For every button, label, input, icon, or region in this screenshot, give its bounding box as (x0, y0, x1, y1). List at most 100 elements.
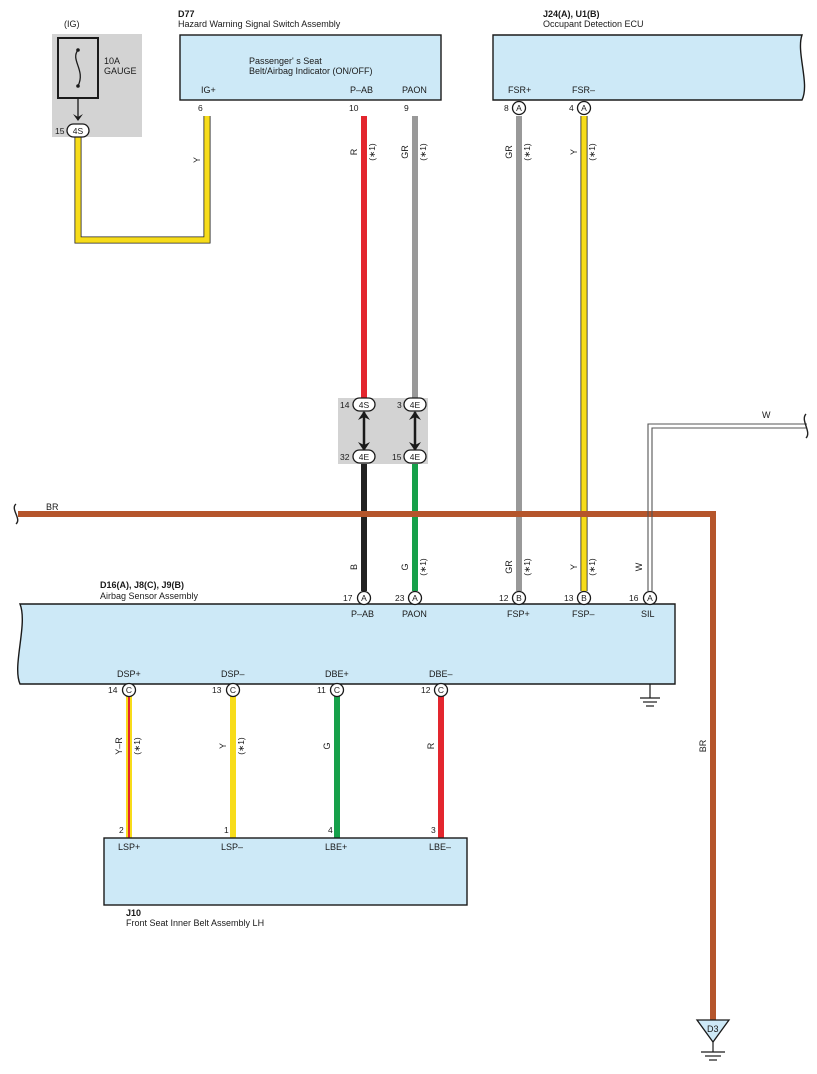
d16-code-pab: A (361, 593, 367, 603)
j24-box (492, 34, 806, 101)
wire-sil-outer (647, 423, 807, 591)
j24-code: J24(A), U1(B) (543, 9, 600, 19)
d16-connector-paon (407, 590, 423, 606)
junction-bottom-connector-pab (352, 449, 376, 464)
d16-connector-dsp-minus (225, 682, 241, 698)
d77-function-line1: Passenger' s Seat (249, 56, 322, 66)
wire-fuse-to-igplus-color (75, 116, 210, 243)
d16-box (16, 603, 676, 685)
fuse-symbol (57, 37, 99, 121)
d77-pin-pab: 10 (349, 103, 359, 113)
d16-code-dsp-plus: C (126, 685, 132, 695)
d16-top-pins: 17 A 23 A 12 B 13 B 16 A (343, 590, 658, 606)
note-fsp-plus: (∗1) (522, 558, 532, 576)
d16-pin-pab: 17 (343, 593, 353, 603)
d77-box (179, 34, 442, 101)
d16-code-fsp-plus: B (516, 593, 522, 603)
d16-pin-fsp-plus: 12 (499, 593, 509, 603)
note-dsp-plus: (∗1) (132, 737, 142, 755)
wire-label-fsr-plus: GR (504, 145, 514, 159)
d16-connector-dbe-plus (329, 682, 345, 698)
wire-label-sil: W (634, 562, 644, 571)
fuse-pin-number: 15 (55, 126, 65, 136)
junction-bottom-code-pab: 4E (359, 452, 370, 462)
j10-name: Front Seat Inner Belt Assembly LH (126, 918, 264, 928)
note-paon-upper: (∗1) (418, 143, 428, 161)
wire-label-fsr-minus: Y (569, 149, 579, 155)
wire-sil-inner (651, 427, 807, 591)
note-fsr-minus: (∗1) (587, 143, 597, 161)
d77-code: D77 (178, 9, 195, 19)
d16-pin-fsp-minus: 13 (564, 593, 574, 603)
wires (18, 116, 807, 1020)
wire-break-left (13, 503, 19, 525)
d16-code-paon: A (412, 593, 418, 603)
wire-label-ground-main: BR (46, 502, 59, 512)
d16-pin-sil: 16 (629, 593, 639, 603)
fuse-name: GAUGE (104, 66, 137, 76)
d16-connector-fsp-plus (511, 590, 527, 606)
d77-terminal-igplus: IG+ (201, 85, 216, 95)
d16-connector-dsp-plus (121, 682, 137, 698)
wire-break-right (803, 413, 809, 439)
note-pab-upper: (∗1) (367, 143, 377, 161)
d16-terminal-dsp-plus: DSP+ (117, 669, 141, 679)
wire-label-fuse-to-igplus: Y (192, 157, 202, 163)
j10-terminal-lbe-plus: LBE+ (325, 842, 347, 852)
note-paon-lower: (∗1) (418, 558, 428, 576)
j10-pin-lsp-plus: 2 (119, 825, 124, 835)
d77-function-line2: Belt/Airbag Indicator (ON/OFF) (249, 66, 373, 76)
wire-label-ground-down: BR (698, 739, 708, 752)
j24-connector-fsr-minus (576, 100, 592, 116)
wire-label-dbe-plus: G (322, 742, 332, 749)
junction-bottom-pin-pab: 32 (340, 452, 350, 462)
d16-code-dbe-plus: C (334, 685, 340, 695)
ground-point-label: D3 (707, 1024, 719, 1034)
d16-terminal-paon: PAON (402, 609, 427, 619)
junction-bottom-connector-paon (403, 449, 427, 464)
fuse-rating: 10A (104, 56, 120, 66)
d16-connector-dbe-minus (433, 682, 449, 698)
d16-connector-pab (356, 590, 372, 606)
j24-pin-fsr-plus: 8 (504, 103, 509, 113)
d16-pin-dsp-minus: 13 (212, 685, 222, 695)
j24-connector-code-fsr-plus: A (516, 103, 522, 113)
d16-terminal-dbe-minus: DBE– (429, 669, 453, 679)
d16-case-ground-icon (640, 684, 660, 707)
wire-label-paon-upper: GR (400, 145, 410, 159)
wire-label-dbe-minus: R (426, 742, 436, 749)
j10-pin-lbe-plus: 4 (328, 825, 333, 835)
d16-pin-dbe-minus: 12 (421, 685, 431, 695)
wire-label-dsp-plus: Y–R (114, 737, 124, 755)
note-fsp-minus: (∗1) (587, 558, 597, 576)
d16-bottom-pins: 14 C 13 C 11 C 12 C (108, 682, 449, 698)
j10-pin-lsp-minus: 1 (224, 825, 229, 835)
d77-terminal-pab: P–AB (350, 85, 373, 95)
j24-name: Occupant Detection ECU (543, 19, 644, 29)
wire-label-fsp-minus: Y (569, 564, 579, 570)
junction-top-connector-pab (352, 397, 376, 412)
note-dsp-minus: (∗1) (236, 737, 246, 755)
d16-pin-paon: 23 (395, 593, 405, 603)
fuse-supply-label: (IG) (64, 19, 80, 29)
d16-terminal-fsp-plus: FSP+ (507, 609, 530, 619)
d77-terminal-paon: PAON (402, 85, 427, 95)
wire-label-fsp-plus: GR (504, 560, 514, 574)
junction-top-connector-paon (403, 397, 427, 412)
fuse-connector-code: 4S (73, 126, 84, 136)
wire-label-paon-lower: G (400, 563, 410, 570)
d16-code-fsp-minus: B (581, 593, 587, 603)
j10-pin-lbe-minus: 3 (431, 825, 436, 835)
j24-terminal-fsr-plus: FSR+ (508, 85, 531, 95)
wire-label-dsp-minus: Y (218, 743, 228, 749)
wire-label-pab-lower: B (349, 564, 359, 570)
d16-terminal-pab: P–AB (351, 609, 374, 619)
wire-label-pab-upper: R (349, 148, 359, 155)
d16-pin-dsp-plus: 14 (108, 685, 118, 695)
d16-pin-dbe-plus: 11 (317, 685, 326, 695)
d16-code-dsp-minus: C (230, 685, 236, 695)
d77-name: Hazard Warning Signal Switch Assembly (178, 19, 341, 29)
junction-top-pin-pab: 14 (340, 400, 350, 410)
junction-top-code-pab: 4S (359, 400, 370, 410)
